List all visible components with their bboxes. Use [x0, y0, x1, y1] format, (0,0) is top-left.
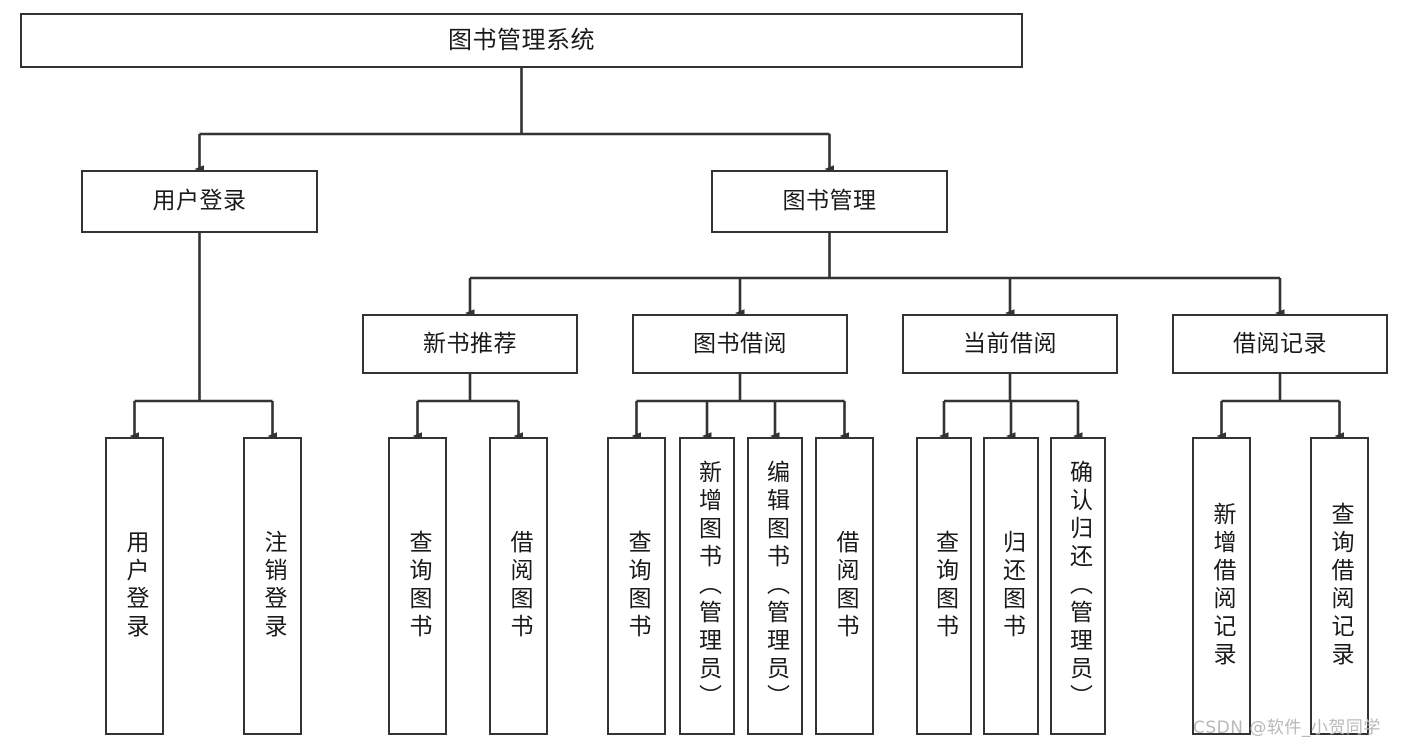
node-leaf_3[interactable]: 查询图书 — [388, 437, 447, 735]
node-label: 查询借阅记录 — [1327, 502, 1353, 670]
node-l2_1[interactable]: 用户登录 — [81, 170, 318, 233]
node-label: 新增图书（管理员） — [694, 460, 721, 712]
node-leaf_2[interactable]: 注销登录 — [243, 437, 302, 735]
csdn-watermark: CSDN @软件_小贺同学 — [1193, 718, 1381, 738]
node-label: 新增借阅记录 — [1209, 502, 1235, 670]
node-l3_3[interactable]: 当前借阅 — [902, 314, 1118, 374]
node-leaf_10[interactable]: 归还图书 — [983, 437, 1039, 735]
node-label: 图书借阅 — [693, 330, 787, 357]
node-label: 确认归还（管理员） — [1065, 460, 1092, 712]
node-leaf_5[interactable]: 查询图书 — [607, 437, 666, 735]
node-label: 查询图书 — [931, 530, 958, 642]
node-label: 图书管理系统 — [448, 25, 595, 54]
node-leaf_6[interactable]: 新增图书（管理员） — [679, 437, 735, 735]
node-label: 新书推荐 — [423, 330, 517, 357]
node-label: 当前借阅 — [963, 330, 1057, 357]
node-l3_4[interactable]: 借阅记录 — [1172, 314, 1388, 374]
node-leaf_1[interactable]: 用户登录 — [105, 437, 164, 735]
node-label: 归还图书 — [998, 530, 1025, 642]
node-label: 用户登录 — [122, 530, 148, 642]
node-label: 查询图书 — [405, 530, 431, 642]
node-leaf_11[interactable]: 确认归还（管理员） — [1050, 437, 1106, 735]
node-label: 借阅图书 — [506, 530, 532, 642]
node-l2_2[interactable]: 图书管理 — [711, 170, 948, 233]
node-leaf_8[interactable]: 借阅图书 — [815, 437, 874, 735]
node-label: 用户登录 — [152, 188, 247, 215]
node-leaf_12[interactable]: 新增借阅记录 — [1192, 437, 1251, 735]
node-root[interactable]: 图书管理系统 — [20, 13, 1023, 68]
node-label: 注销登录 — [260, 530, 286, 642]
node-label: 借阅图书 — [832, 530, 858, 642]
node-label: 借阅记录 — [1233, 330, 1327, 357]
node-l3_2[interactable]: 图书借阅 — [632, 314, 848, 374]
node-l3_1[interactable]: 新书推荐 — [362, 314, 578, 374]
node-label: 查询图书 — [624, 530, 650, 642]
node-label: 编辑图书（管理员） — [762, 460, 789, 712]
node-leaf_7[interactable]: 编辑图书（管理员） — [747, 437, 803, 735]
node-leaf_9[interactable]: 查询图书 — [916, 437, 972, 735]
node-leaf_4[interactable]: 借阅图书 — [489, 437, 548, 735]
node-label: 图书管理 — [782, 188, 877, 215]
node-leaf_13[interactable]: 查询借阅记录 — [1310, 437, 1369, 735]
